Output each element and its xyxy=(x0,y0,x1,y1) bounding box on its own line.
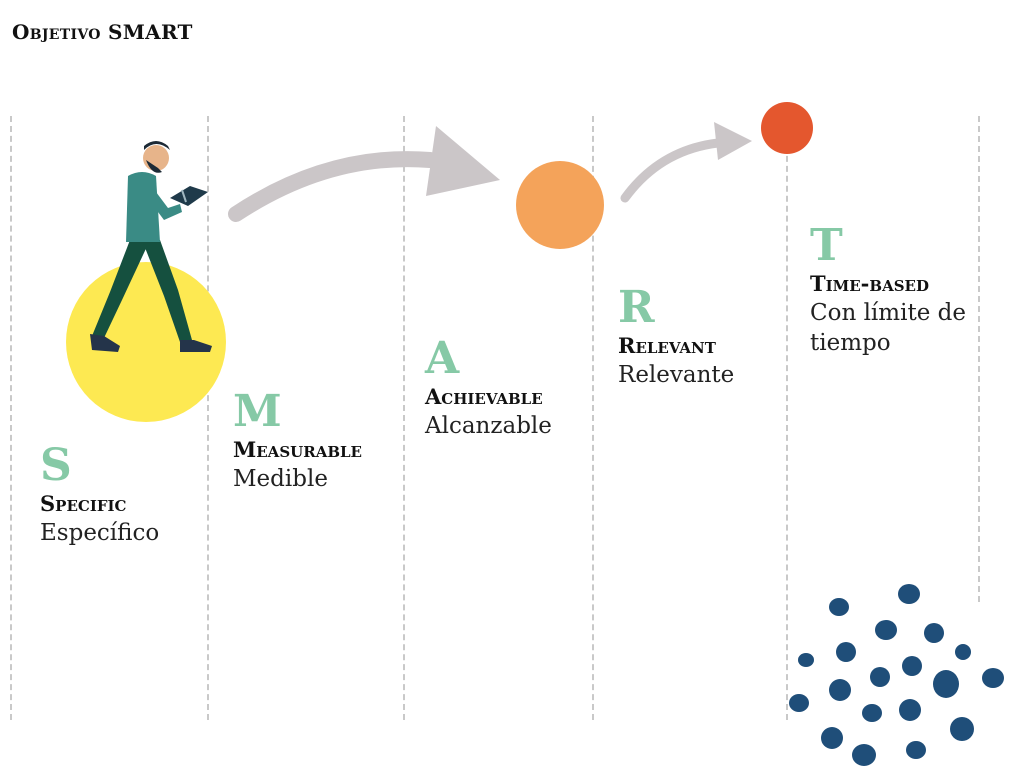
step-measurable: M Measurable Medible xyxy=(233,388,362,494)
step-translation: Alcanzable xyxy=(425,413,552,439)
step-translation: Medible xyxy=(233,466,328,492)
step-term: Relevant xyxy=(618,333,716,358)
step-relevant: R Relevant Relevante xyxy=(618,284,734,390)
step-letter: A xyxy=(425,333,460,384)
step-achievable: A Achievable Alcanzable xyxy=(425,335,552,441)
column-divider xyxy=(207,116,209,720)
yellow-circle xyxy=(66,262,226,422)
column-divider xyxy=(10,116,12,720)
column-divider xyxy=(592,116,594,720)
step-translation: Específico xyxy=(40,520,160,546)
curved-arrow-icon xyxy=(620,122,752,203)
step-letter: T xyxy=(810,220,843,271)
step-term: Achievable xyxy=(425,384,543,409)
red-circle xyxy=(761,102,813,154)
step-translation: Relevante xyxy=(618,362,735,388)
step-translation: Con límite de tiempo xyxy=(810,300,966,356)
column-divider xyxy=(978,116,980,602)
step-specific: S Specific Específico xyxy=(40,442,159,548)
step-time-based: T Time-based Con límite de tiempo xyxy=(810,222,970,358)
walking-reader-illustration xyxy=(90,141,212,352)
step-letter: S xyxy=(40,440,72,491)
step-term: Specific xyxy=(40,491,127,516)
page-title: Objetivo SMART xyxy=(12,20,193,44)
orange-circle xyxy=(516,161,604,249)
step-letter: R xyxy=(618,282,655,333)
column-divider xyxy=(403,116,405,720)
step-term: Measurable xyxy=(233,437,362,462)
dot-pattern xyxy=(789,584,1004,766)
column-divider xyxy=(786,116,788,720)
curved-arrow-icon xyxy=(228,126,500,222)
step-term: Time-based xyxy=(810,271,929,296)
step-letter: M xyxy=(233,386,282,437)
